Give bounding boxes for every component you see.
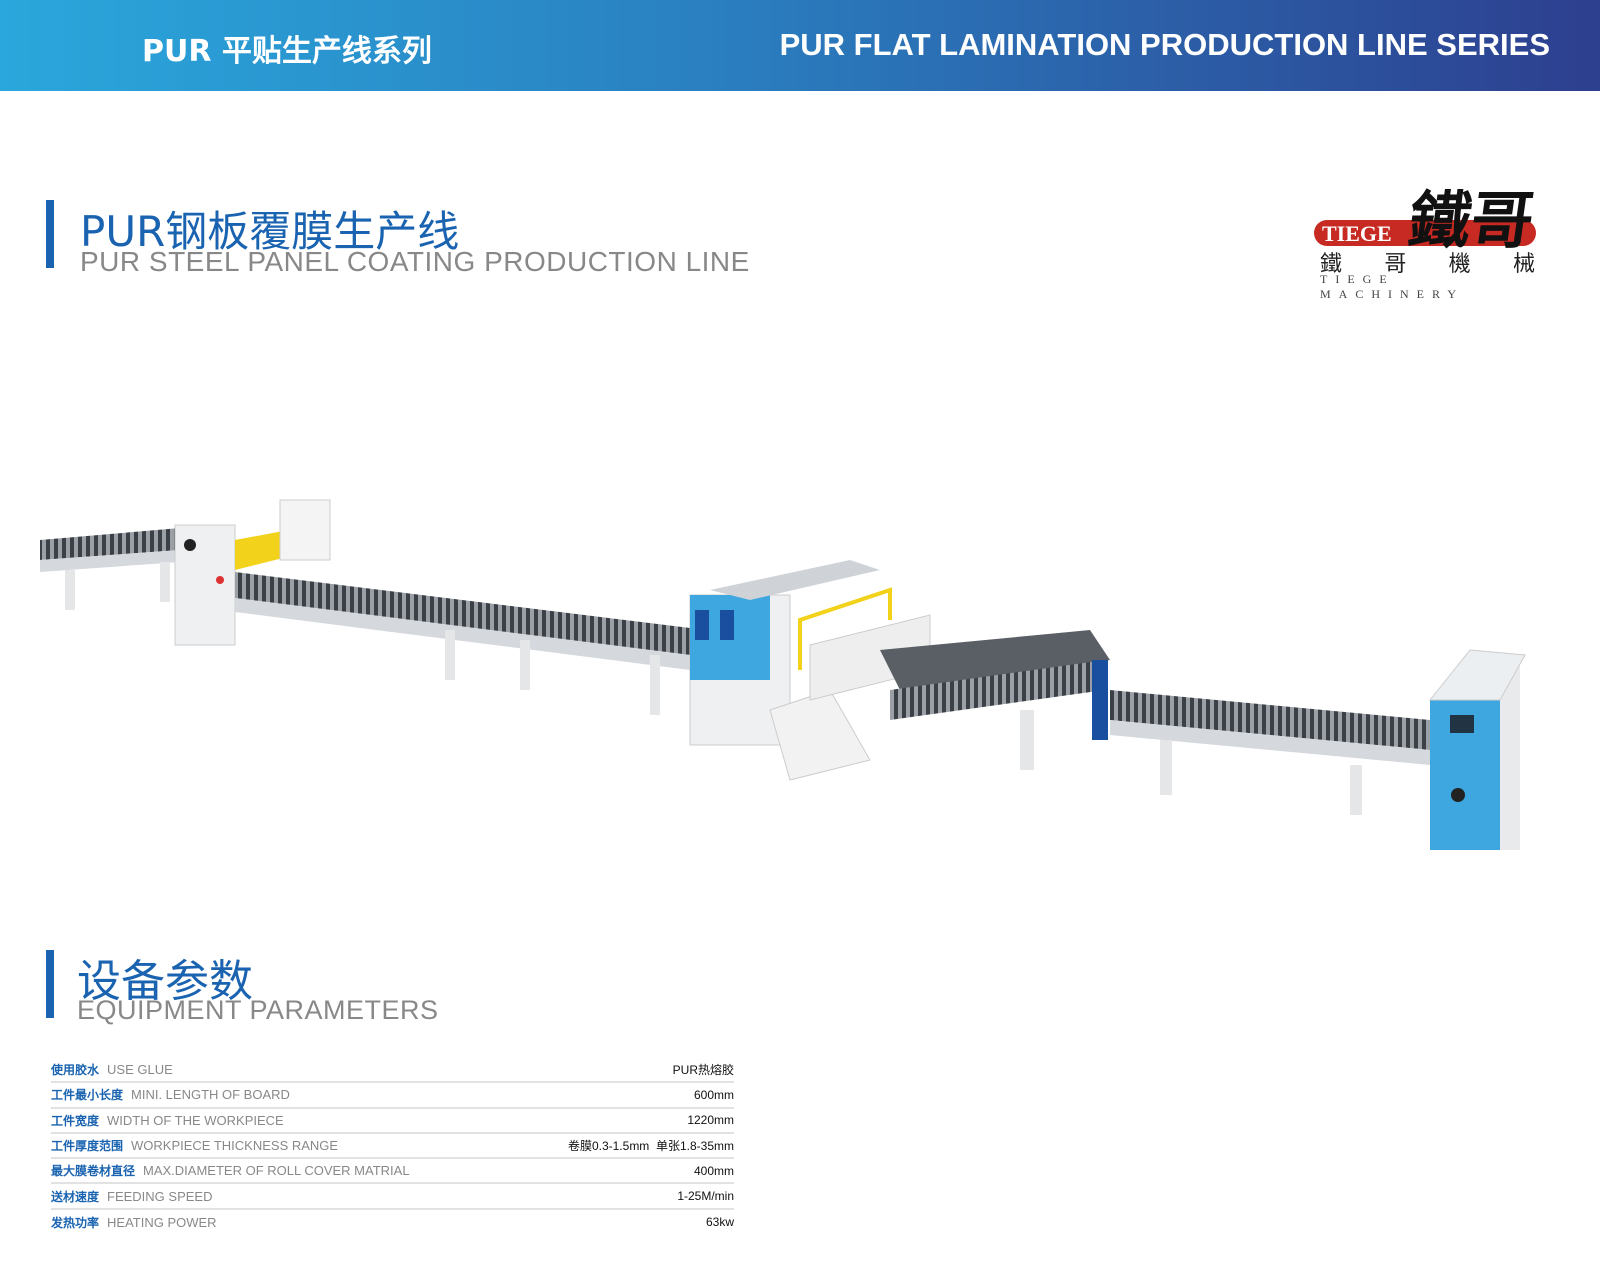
banner-title-cn: PUR 平贴生产线系列 bbox=[142, 34, 432, 69]
infeed-conveyor bbox=[40, 528, 180, 610]
params-title-en: EQUIPMENT PARAMETERS bbox=[77, 995, 439, 1025]
unwind-station-1 bbox=[174, 499, 331, 646]
title-accent-bar bbox=[46, 200, 54, 268]
param-label-cn: 工件厚度范围 bbox=[51, 1139, 124, 1154]
param-label-en: MAX.DIAMETER OF ROLL COVER MATRIAL bbox=[143, 1163, 410, 1179]
press-table bbox=[809, 614, 1110, 770]
header-banner: PUR 平贴生产线系列 PUR FLAT LAMINATION PRODUCTI… bbox=[0, 0, 1600, 91]
param-label-cn: 送材速度 bbox=[51, 1189, 100, 1204]
param-row: 工件厚度范围 WORKPIECE THICKNESS RANGE 卷膜0.3-1.5… bbox=[51, 1134, 734, 1160]
parameters-table: 使用胶水 USE GLUE PUR热熔胶 工件最小长度 MINI. LENGTH OF… bbox=[51, 1058, 734, 1235]
param-row: 送材速度 FEEDING SPEED 1-25M/min bbox=[51, 1184, 734, 1210]
params-title-cn: 设备参数 bbox=[77, 956, 253, 1007]
param-row: 最大膜卷材直径 MAX.DIAMETER OF ROLL COVER MATRIA… bbox=[51, 1159, 734, 1185]
logo-cn: 鐵 哥 機 械 bbox=[1320, 246, 1535, 278]
tiege-logo: TIEGE 鐵 哥 鐵 哥 機 械 TIEGE MACHINERY bbox=[1310, 178, 1540, 301]
param-label-cn: 工件最小长度 bbox=[51, 1088, 124, 1103]
param-label-cn: 发热功率 bbox=[51, 1215, 100, 1230]
param-label-cn: 使用胶水 bbox=[51, 1063, 100, 1078]
logo-char: 鐵 bbox=[1320, 252, 1343, 277]
param-label-cn: 最大膜卷材直径 bbox=[51, 1164, 136, 1179]
production-line-illustration bbox=[40, 499, 1526, 850]
param-value: 1-25M/min bbox=[677, 1189, 734, 1204]
param-value: 63kw bbox=[705, 1215, 734, 1230]
param-value: PUR热熔胶 bbox=[672, 1063, 734, 1078]
logo-char: 哥 bbox=[1384, 252, 1407, 277]
param-label-en: FEEDING SPEED bbox=[107, 1188, 213, 1204]
param-value: 卷膜0.3-1.5mm 单张1.8-35mm bbox=[567, 1139, 734, 1154]
logo-brand: TIEGE bbox=[1322, 221, 1392, 246]
outfeed-conveyor bbox=[1092, 660, 1430, 815]
param-label-en: WORKPIECE THICKNESS RANGE bbox=[131, 1138, 339, 1154]
param-row: 工件最小长度 MINI. LENGTH OF BOARD 600mm bbox=[51, 1083, 734, 1109]
param-value: 1220mm bbox=[687, 1113, 734, 1128]
logo-char: 機 bbox=[1448, 252, 1471, 277]
rewind-station bbox=[1428, 649, 1526, 850]
banner-title-en: PUR FLAT LAMINATION PRODUCTION LINE SERI… bbox=[779, 27, 1550, 62]
lamination-station bbox=[689, 560, 892, 781]
param-value: 400mm bbox=[693, 1163, 734, 1178]
param-value: 600mm bbox=[693, 1087, 734, 1102]
product-title-en: PUR STEEL PANEL COATING PRODUCTION LINE bbox=[80, 246, 750, 277]
logo-char: 械 bbox=[1512, 252, 1535, 277]
params-accent-bar bbox=[46, 950, 54, 1018]
logo-en: TIEGE MACHINERY bbox=[1320, 272, 1465, 301]
param-label-cn: 工件宽度 bbox=[51, 1113, 100, 1128]
param-row: 发热功率 HEATING POWER 63kw bbox=[51, 1210, 734, 1235]
param-row: 工件宽度 WIDTH OF THE WORKPIECE 1220mm bbox=[51, 1109, 734, 1134]
long-conveyor bbox=[235, 572, 690, 715]
param-row: 使用胶水 USE GLUE PUR热熔胶 bbox=[51, 1058, 734, 1084]
product-title-cn: PUR钢板覆膜生产线 bbox=[80, 207, 460, 256]
param-label-en: HEATING POWER bbox=[107, 1214, 217, 1230]
param-label-en: MINI. LENGTH OF BOARD bbox=[131, 1087, 290, 1103]
param-label-en: WIDTH OF THE WORKPIECE bbox=[107, 1112, 284, 1128]
param-label-en: USE GLUE bbox=[107, 1062, 173, 1078]
logo-pill: TIEGE bbox=[1314, 220, 1536, 246]
